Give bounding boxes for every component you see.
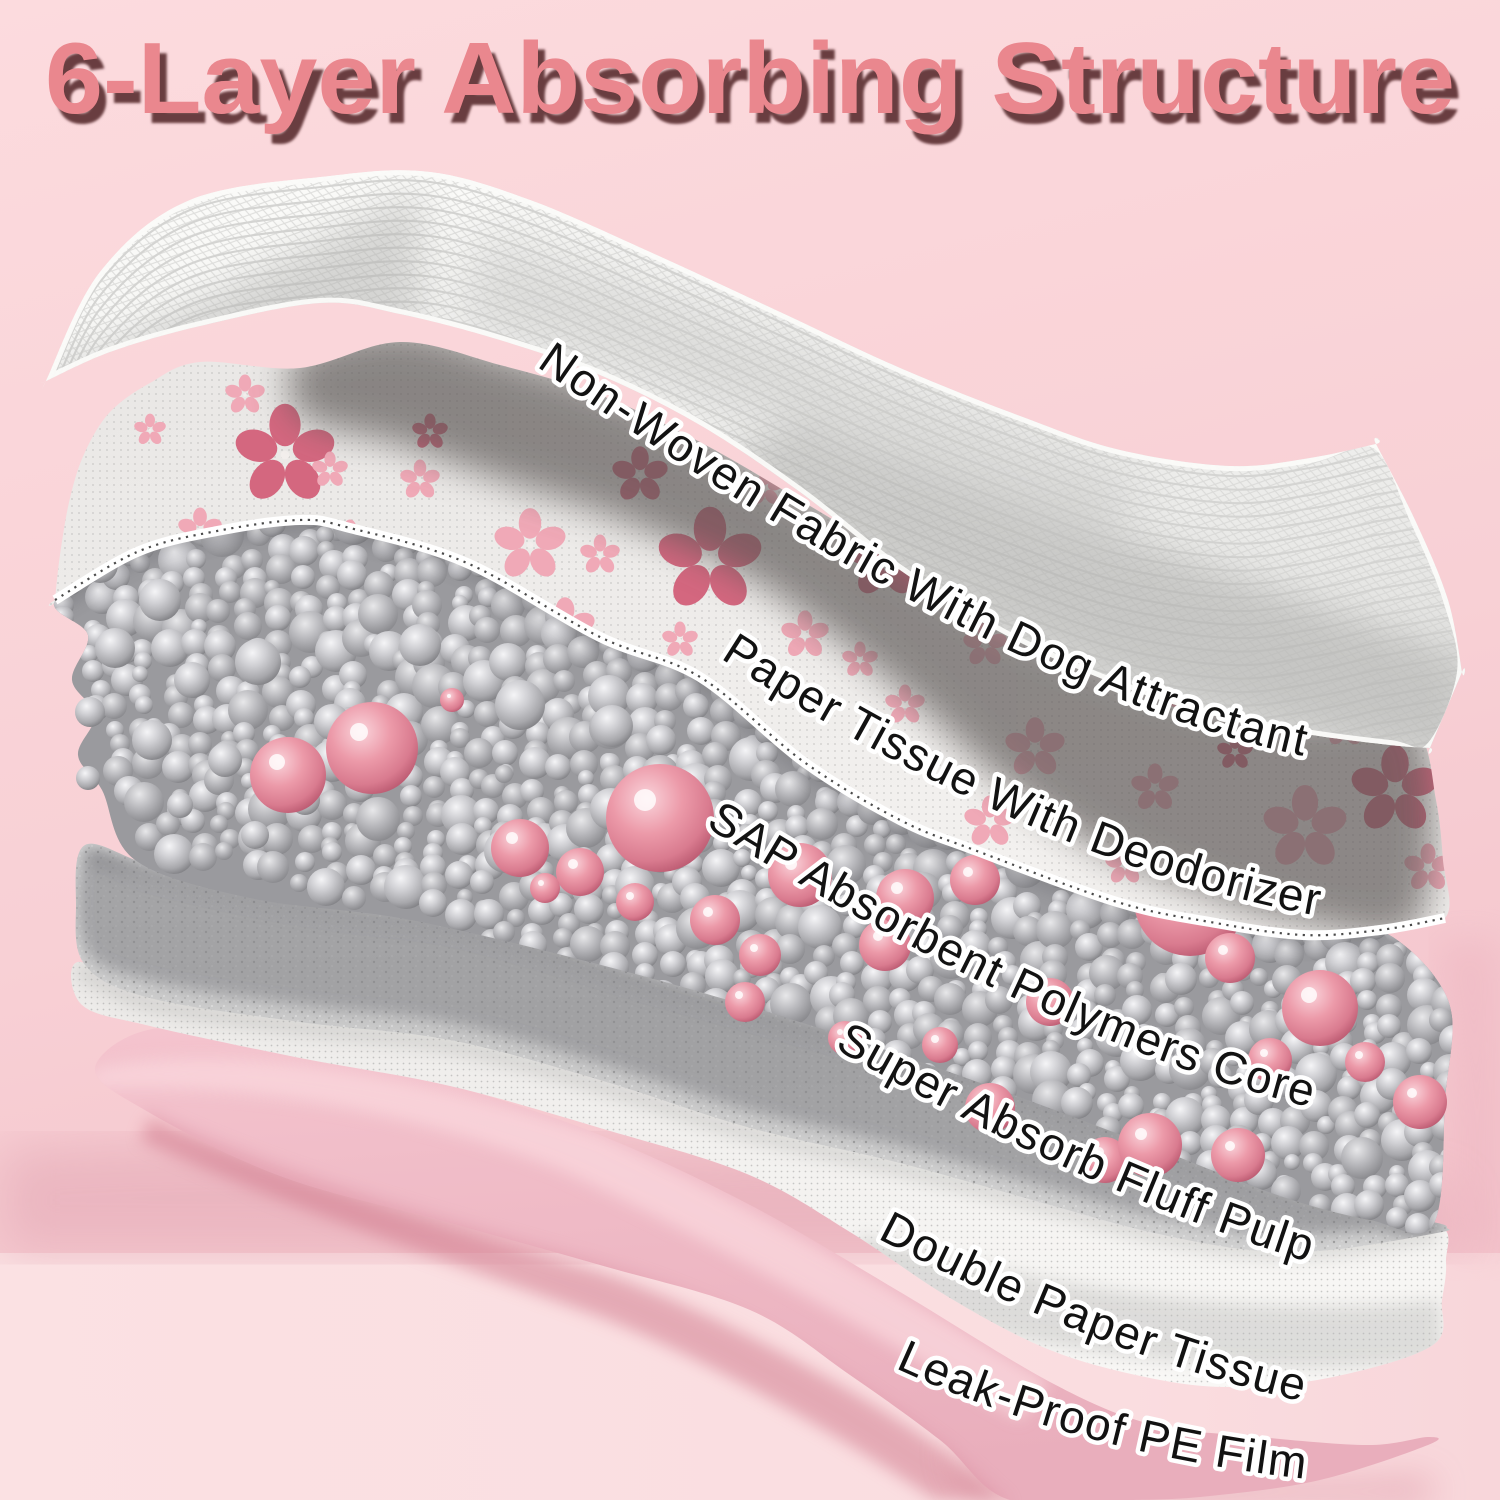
svg-text:6-Layer Absorbing Structure: 6-Layer Absorbing Structure [52,33,1462,145]
svg-text:6-Layer Absorbing Structure: 6-Layer Absorbing Structure [45,23,1455,135]
